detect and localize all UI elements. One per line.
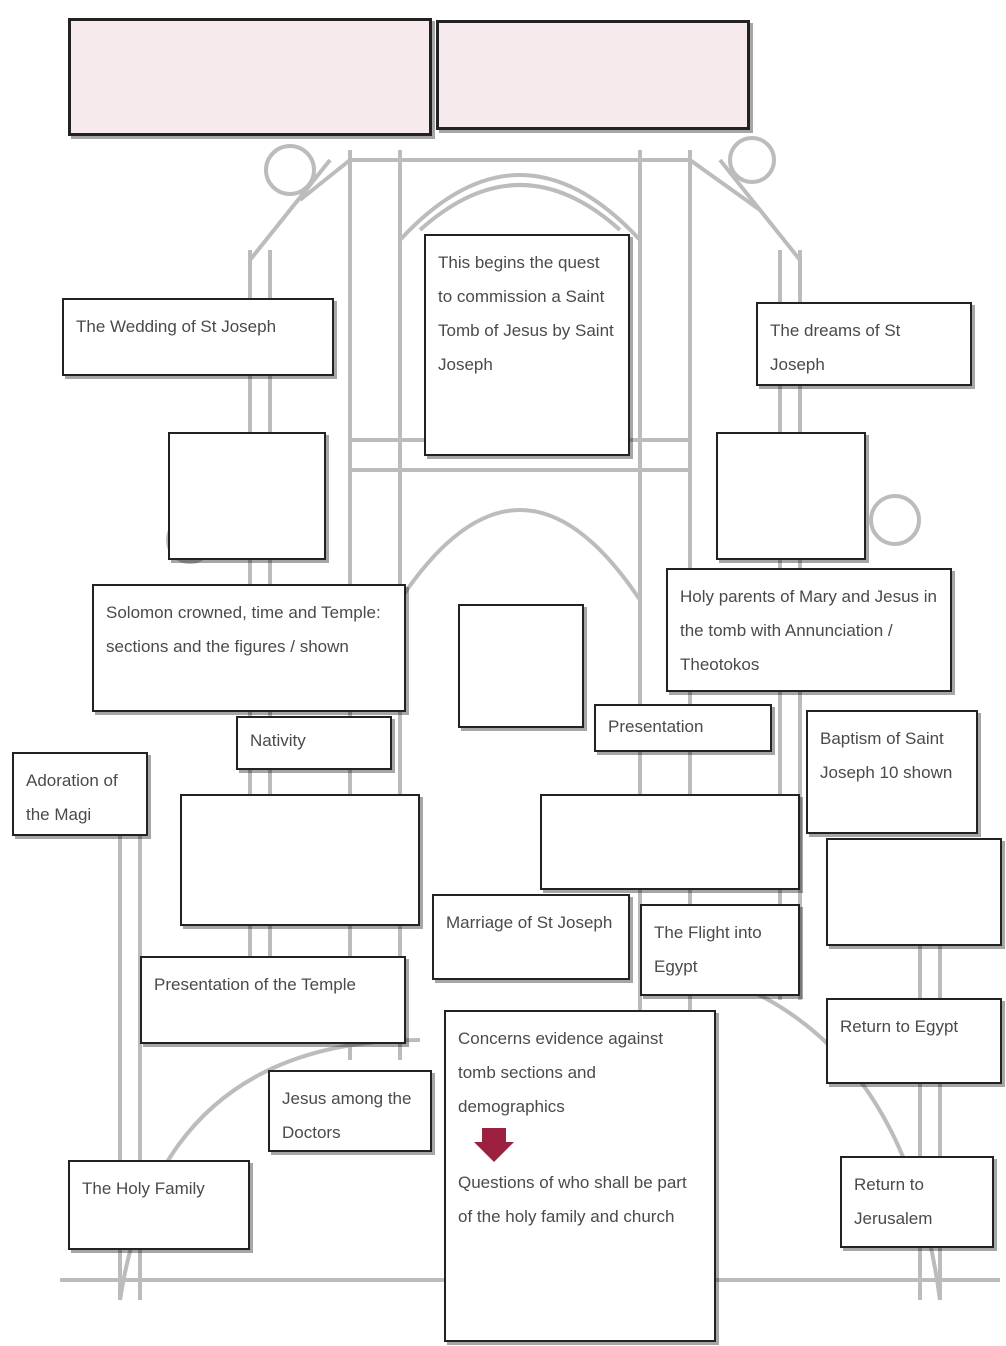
- ornament-mid-right: [869, 494, 921, 546]
- ornament-left: [264, 144, 316, 196]
- solomon-text: Solomon crowned, time and Temple: sectio…: [106, 603, 381, 656]
- adoration-box: Adoration of the Magi: [12, 752, 148, 836]
- return-jerusalem-box: Return to Jerusalem: [840, 1156, 994, 1248]
- holy-parents-text: Holy parents of Mary and Jesus in the to…: [680, 587, 938, 674]
- red-right-box: [716, 432, 866, 560]
- center-small-box: [458, 604, 584, 728]
- presentation-temple-box: Presentation of the Temple: [140, 956, 406, 1044]
- nativity-box: Nativity: [236, 716, 392, 770]
- down-arrow-icon: [474, 1128, 514, 1162]
- far-right-mid-box: [826, 838, 1002, 946]
- presentation-text: Presentation: [608, 717, 704, 736]
- flight-text: The Flight into Egypt: [654, 923, 762, 976]
- solomon-box: Solomon crowned, time and Temple: sectio…: [92, 584, 406, 712]
- holy-parents-box: Holy parents of Mary and Jesus in the to…: [666, 568, 952, 692]
- top-center-text: This begins the quest to commission a Sa…: [438, 253, 614, 374]
- dreams-text: The dreams of St Joseph: [770, 321, 901, 374]
- adoration-text: Adoration of the Magi: [26, 771, 118, 824]
- temple-right-box: [540, 794, 800, 890]
- jesus-doctors-box: Jesus among the Doctors: [268, 1070, 432, 1152]
- baptism-box: Baptism of Saint Joseph 10 shown: [806, 710, 978, 834]
- upper-arch: [398, 173, 642, 242]
- beam-line-4: [688, 158, 762, 212]
- nativity-text: Nativity: [250, 731, 306, 750]
- bottom-center-top-text: Concerns evidence against tomb sections …: [458, 1029, 664, 1116]
- ornament-right: [728, 136, 776, 184]
- baptism-text: Baptism of Saint Joseph 10 shown: [820, 729, 953, 782]
- return-egypt-text: Return to Egypt: [840, 1017, 959, 1036]
- header-right-box: [436, 20, 750, 130]
- presentation-box: Presentation: [594, 704, 772, 752]
- red-left-box: [168, 432, 326, 560]
- holy-family-box: The Holy Family: [68, 1160, 250, 1250]
- return-egypt-box: Return to Egypt: [826, 998, 1002, 1084]
- bottom-center-bottom-text: Questions of who shall be part of the ho…: [458, 1173, 687, 1226]
- wedding-box: The Wedding of St Joseph: [62, 298, 334, 376]
- marriage-text: Marriage of St Joseph: [446, 913, 613, 932]
- wedding-text: The Wedding of St Joseph: [76, 317, 277, 336]
- upper-arch-inner: [418, 183, 622, 232]
- presentation-temple-text: Presentation of the Temple: [154, 975, 356, 994]
- strut-right: [718, 158, 802, 262]
- top-center-box: This begins the quest to commission a Sa…: [424, 234, 630, 456]
- beam-line-3: [298, 158, 352, 202]
- lower-arch: [398, 508, 642, 602]
- flight-box: The Flight into Egypt: [640, 904, 800, 996]
- bottom-center-box: Concerns evidence against tomb sections …: [444, 1010, 716, 1342]
- strut-left: [248, 158, 332, 262]
- header-left-box: [68, 18, 432, 136]
- return-jerusalem-text: Return to Jerusalem: [854, 1175, 933, 1228]
- jesus-doctors-text: Jesus among the Doctors: [282, 1089, 412, 1142]
- holy-family-text: The Holy Family: [82, 1179, 205, 1198]
- dreams-box: The dreams of St Joseph: [756, 302, 972, 386]
- temple-left-box: [180, 794, 420, 926]
- marriage-box: Marriage of St Joseph: [432, 894, 630, 980]
